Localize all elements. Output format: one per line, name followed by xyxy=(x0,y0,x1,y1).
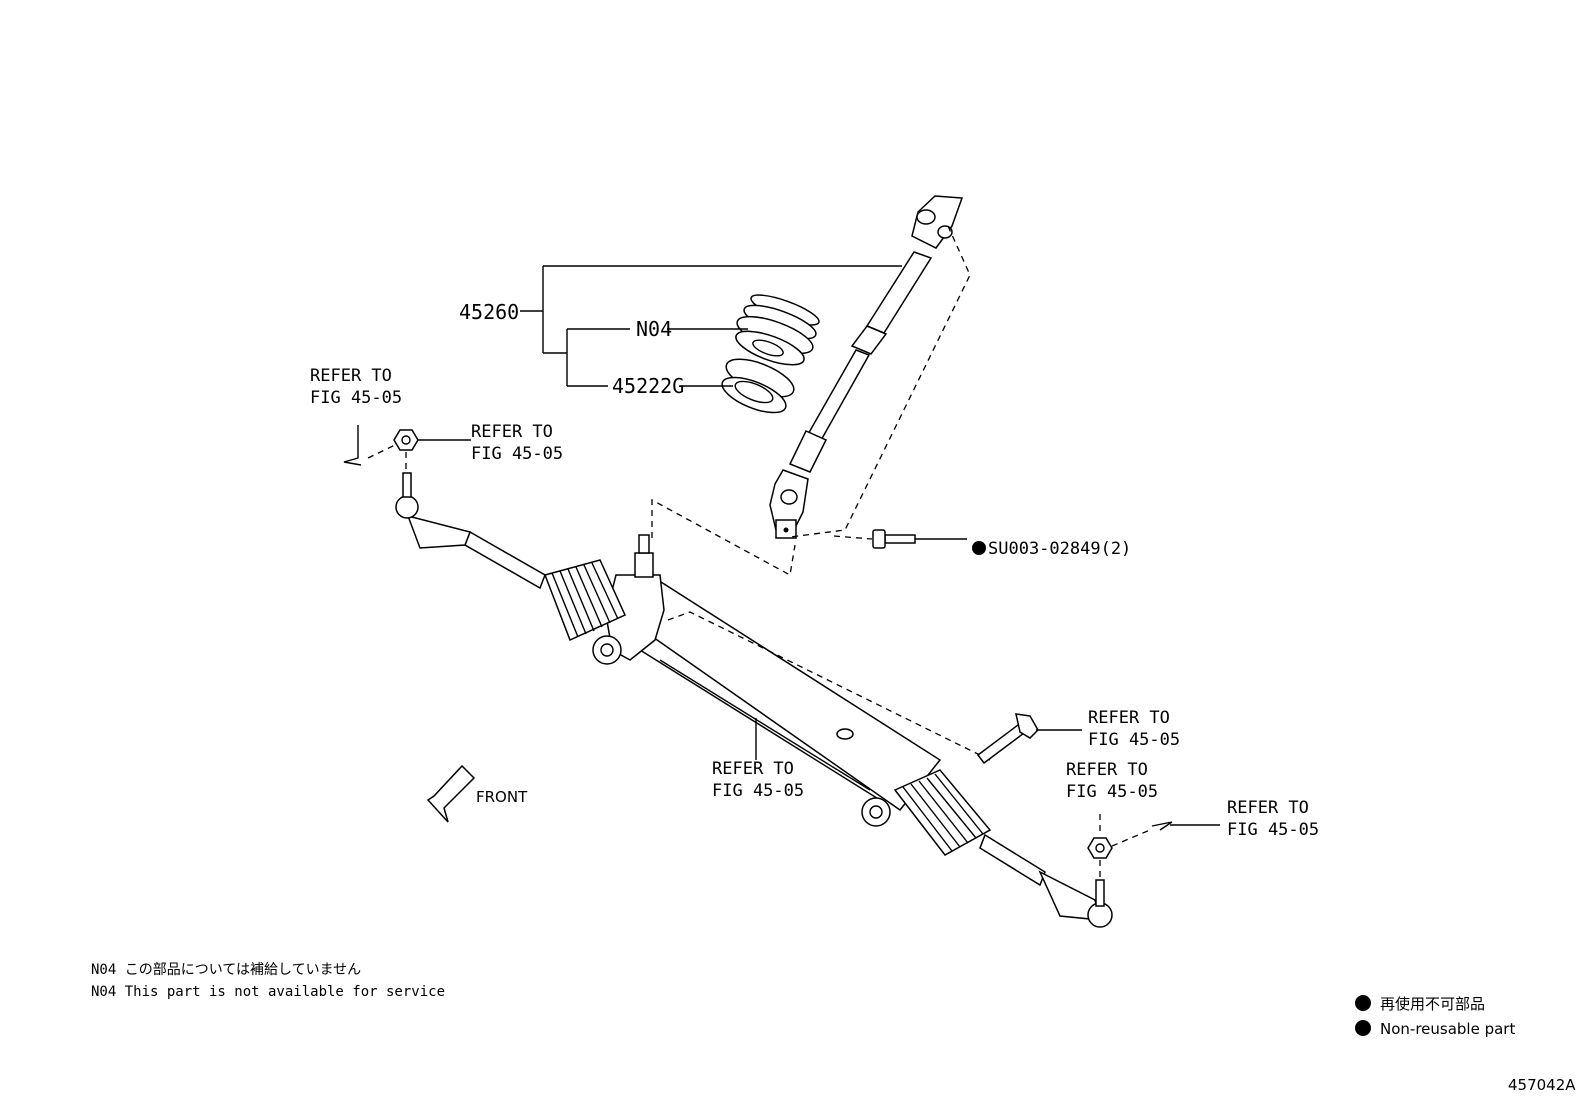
ref-5-line2: FIG 45-05 xyxy=(1066,782,1158,802)
legend-bullet-en xyxy=(1355,1020,1371,1036)
ref-6-line2: FIG 45-05 xyxy=(1227,820,1319,840)
steering-rack-housing xyxy=(592,534,942,827)
bolt-icon xyxy=(872,529,916,549)
ref-1-line1: REFER TO xyxy=(310,366,392,386)
right-cotter-pin xyxy=(1151,821,1173,831)
ref-3-line1: REFER TO xyxy=(712,759,794,779)
right-tie-rod xyxy=(979,833,1113,928)
ref-6-line1: REFER TO xyxy=(1227,798,1309,818)
note-en: N04 This part is not available for servi… xyxy=(91,984,445,1000)
ref-3-line2: FIG 45-05 xyxy=(712,781,804,801)
steering-seal xyxy=(721,358,795,414)
legend-bullet-jp xyxy=(1355,995,1371,1011)
ref-2-line1: REFER TO xyxy=(471,422,553,442)
front-arrow-icon xyxy=(426,764,476,823)
ref-4-line1: REFER TO xyxy=(1088,708,1170,728)
ref-5-line1: REFER TO xyxy=(1066,760,1148,780)
label-45222g: 45222G xyxy=(612,374,684,398)
non-reusable-marker xyxy=(972,541,986,555)
right-rack-boot xyxy=(893,769,992,856)
right-nut-icon xyxy=(1087,837,1113,859)
ref-2-line2: FIG 45-05 xyxy=(471,444,563,464)
note-jp: N04 この部品については補給していません xyxy=(91,962,361,978)
mount-bolt-icon xyxy=(976,713,1039,765)
label-n04: N04 xyxy=(636,317,672,341)
ref-4-line2: FIG 45-05 xyxy=(1088,730,1180,750)
left-tie-rod xyxy=(395,472,546,590)
legend-en: Non-reusable part xyxy=(1380,1020,1515,1038)
callout-bracket xyxy=(520,265,902,387)
left-nut-icon xyxy=(393,429,419,451)
label-45260: 45260 xyxy=(459,300,519,324)
label-bolt: SU003-02849(2) xyxy=(988,539,1131,559)
diagram-id: 457042A xyxy=(1508,1076,1576,1094)
front-label: FRONT xyxy=(476,788,528,806)
legend-jp: 再使用不可部品 xyxy=(1380,995,1485,1013)
ref-1-line2: FIG 45-05 xyxy=(310,388,402,408)
steering-boot xyxy=(735,294,820,366)
intermediate-shaft xyxy=(769,195,964,539)
left-cotter-pin xyxy=(343,425,362,466)
left-rack-boot xyxy=(544,559,626,642)
